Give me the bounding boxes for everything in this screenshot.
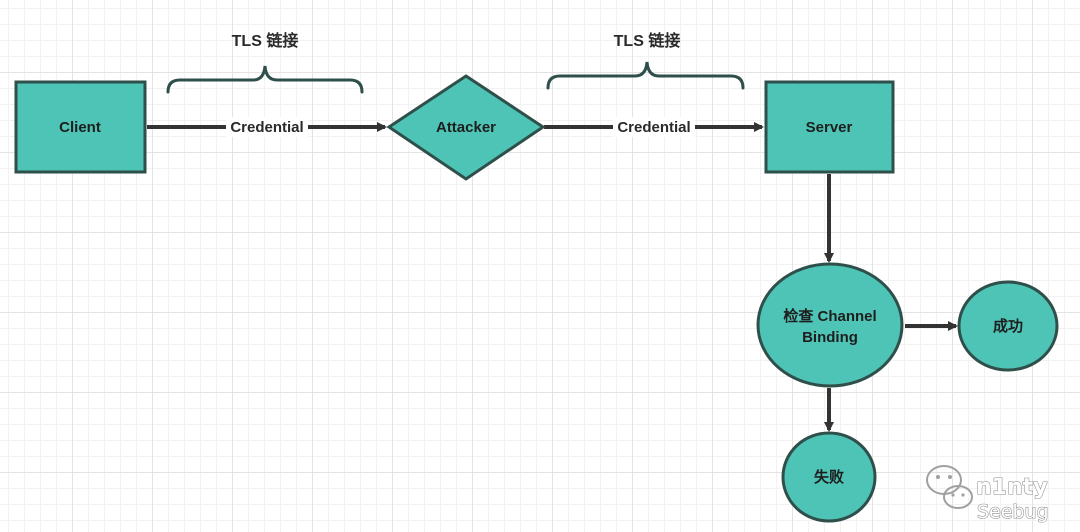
edge-label-bg	[226, 117, 308, 137]
node-client: Client	[14, 80, 147, 174]
node-failure-label: 失败	[814, 468, 844, 486]
node-attacker-shape	[386, 74, 546, 181]
tls-brace-right-label: TLS 链接	[614, 31, 681, 50]
watermark-line1: n1nty	[976, 475, 1048, 500]
node-failure: 失败	[781, 431, 877, 523]
brace-right-shape	[546, 61, 745, 90]
node-check-shape	[756, 262, 904, 388]
node-failure-shape	[781, 431, 877, 523]
edge-label-bg	[613, 117, 695, 137]
tls-brace-left-label: TLS 链接	[232, 31, 299, 50]
node-server: Server	[764, 80, 895, 174]
node-client-label: Client	[59, 119, 101, 136]
tls-brace-right: TLS 链接	[546, 31, 745, 90]
node-attacker: Attacker	[386, 74, 546, 181]
edge-client-attacker-label: Credential	[230, 119, 303, 136]
tls-brace-left: TLS 链接	[166, 31, 364, 94]
node-success: 成功	[957, 280, 1059, 372]
node-server-shape	[764, 80, 895, 174]
node-check-label-line2: Binding	[802, 329, 858, 346]
node-client-shape	[14, 80, 147, 174]
watermark: n1nty Seebug	[926, 465, 1049, 524]
edge-attacker-server-label: Credential	[617, 119, 690, 136]
node-success-shape	[957, 280, 1059, 372]
brace-left-shape	[166, 65, 364, 94]
edge-attacker-server: Credential	[544, 117, 764, 137]
watermark-line2: Seebug	[977, 501, 1049, 523]
wechat-icon	[926, 465, 973, 509]
node-attacker-label: Attacker	[436, 119, 496, 136]
node-server-label: Server	[806, 119, 853, 136]
node-check-label-line1: 检查 Channel	[783, 307, 876, 325]
node-check-channel-binding: 检查 Channel Binding	[756, 262, 904, 388]
edge-client-attacker: Credential	[147, 117, 387, 137]
node-success-label: 成功	[993, 317, 1023, 335]
